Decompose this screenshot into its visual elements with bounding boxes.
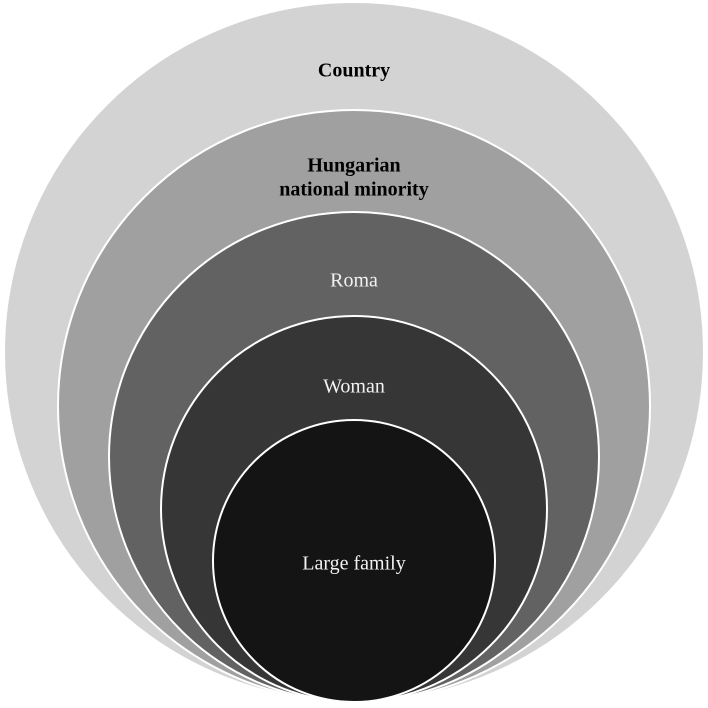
label-roma: Roma [330,270,378,292]
label-woman: Woman [323,376,385,398]
label-country: Country [318,60,390,82]
label-hungarian-line-2: national minority [279,179,428,201]
circles-layer [3,1,705,703]
label-large-family: Large family [302,553,405,575]
label-hungarian-line-1: Hungarian [307,155,400,177]
circle-large-family [212,419,496,703]
